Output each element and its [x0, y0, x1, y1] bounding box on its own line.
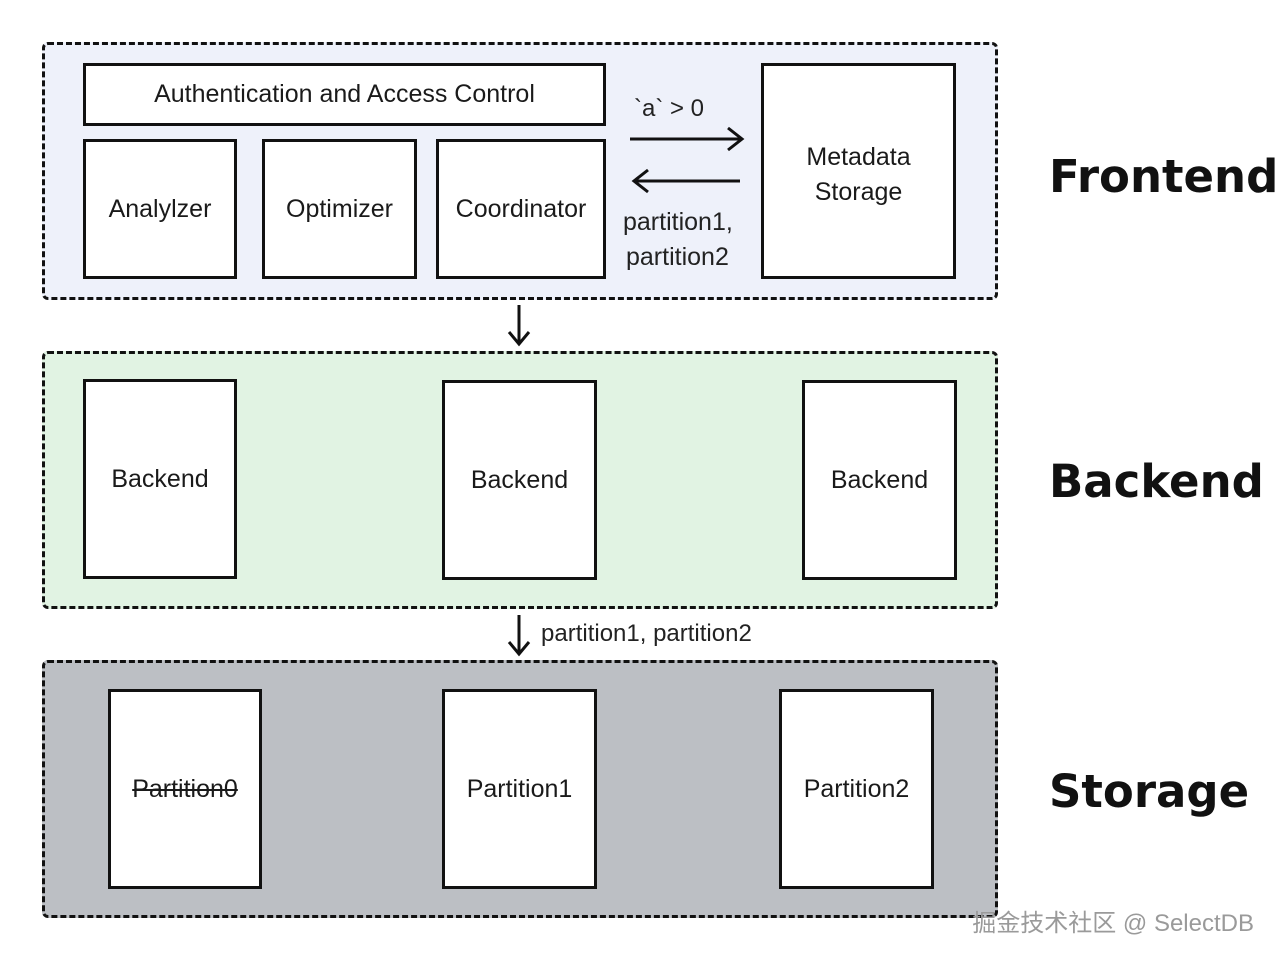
- coordinator-box: Coordinator: [436, 139, 606, 279]
- response-partitions-line2: partition2: [626, 243, 729, 271]
- right-arrow-icon: [630, 126, 745, 152]
- metadata-storage-line2: Storage: [814, 178, 903, 206]
- analyzer-box: Analylzer: [83, 139, 237, 279]
- storage-label: Storage: [1049, 765, 1250, 818]
- partition-text: Partition2: [803, 774, 910, 803]
- down-arrow-icon: [507, 615, 531, 657]
- optimizer-box: Optimizer: [262, 139, 417, 279]
- watermark-text: 掘金技术社区 @ SelectDB: [972, 910, 1254, 937]
- partition-box: Partition2: [779, 689, 934, 889]
- backend-node: Backend: [802, 380, 957, 580]
- down-arrow-icon: [507, 305, 531, 347]
- auth-access-control-text: Authentication and Access Control: [154, 80, 535, 108]
- request-predicate-label: `a` > 0: [634, 95, 705, 122]
- scan-partitions-label: partition1, partition2: [541, 620, 752, 647]
- partition-text-pruned: Partition0: [132, 774, 238, 803]
- backend-label: Backend: [1049, 455, 1264, 508]
- coordinator-text: Coordinator: [455, 194, 587, 223]
- analyzer-text: Analylzer: [108, 194, 212, 223]
- backend-node: Backend: [442, 380, 597, 580]
- metadata-storage-line1: Metadata: [806, 143, 911, 171]
- auth-access-control-box: Authentication and Access Control: [83, 63, 606, 126]
- backend-node: Backend: [83, 379, 237, 579]
- partition-text: Partition1: [466, 774, 573, 803]
- optimizer-text: Optimizer: [286, 194, 393, 223]
- backend-node-text: Backend: [470, 465, 569, 494]
- frontend-label: Frontend: [1049, 150, 1279, 203]
- partition-box: Partition1: [442, 689, 597, 889]
- backend-node-text: Backend: [111, 464, 209, 493]
- left-arrow-icon: [631, 168, 740, 194]
- response-partitions-line1: partition1,: [623, 208, 733, 236]
- backend-node-text: Backend: [830, 465, 929, 494]
- partition-box-pruned: Partition0: [108, 689, 262, 889]
- metadata-storage-box: Metadata Storage: [761, 63, 956, 279]
